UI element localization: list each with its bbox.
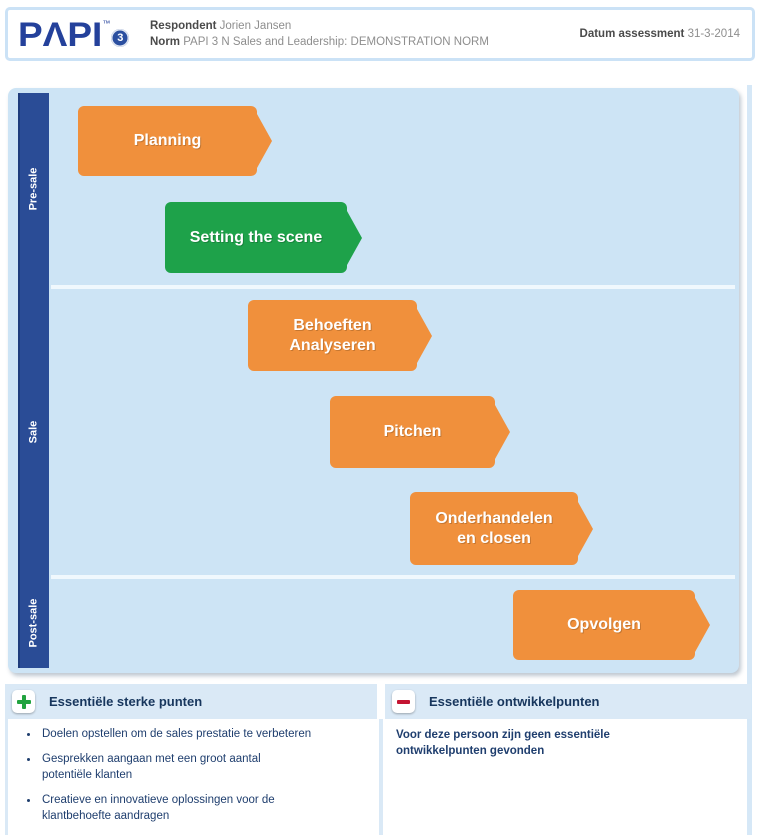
- papi-version-badge: 3: [111, 29, 130, 47]
- plus-icon: [12, 690, 35, 713]
- list-item: Creatieve en innovatieve oplossingen voo…: [18, 792, 368, 824]
- chevron-arrow-tip: [578, 501, 593, 556]
- papi-logo-text: PΛPI: [18, 15, 103, 54]
- papi-logo: PΛPI ™ 3: [18, 15, 130, 55]
- chevron-arrow-tip: [347, 210, 362, 265]
- respondent-value: Jorien Jansen: [219, 20, 292, 32]
- development-header: Essentiële ontwikkelpunten: [385, 684, 751, 719]
- phase-sidebar: [18, 93, 49, 668]
- respondent-label: Respondent: [150, 20, 217, 32]
- strengths-list: Doelen opstellen om de sales prestatie t…: [18, 726, 368, 833]
- stage-label: en closen: [457, 529, 531, 547]
- stage-label: Planning: [133, 132, 202, 149]
- stage-label: Analyseren: [289, 336, 376, 354]
- section-separator: [51, 575, 735, 579]
- stage-behoeften-analyseren: Behoeften Analyseren: [248, 300, 432, 371]
- norm-value: PAPI 3 N Sales and Leadership: DEMONSTRA…: [183, 35, 489, 48]
- stage-label: Setting the scene: [189, 228, 323, 246]
- row-label-sale: Sale: [27, 420, 40, 444]
- list-item: Gesprekken aangaan met een groot aantal …: [18, 751, 368, 783]
- stage-opvolgen: Opvolgen: [513, 590, 710, 660]
- list-item: Doelen opstellen om de sales prestatie t…: [18, 726, 368, 742]
- stage-planning: Planning: [78, 106, 272, 176]
- sales-process-diagram: Pre-sale Sale Post-sale Planning Setting…: [8, 88, 739, 673]
- development-message: Voor deze persoon zijn geen essentiële o…: [396, 729, 610, 757]
- page-left-border: [5, 719, 8, 835]
- chevron-arrow-tip: [257, 114, 272, 168]
- minus-icon: [392, 690, 415, 713]
- norm-label: Norm: [150, 35, 181, 48]
- page-right-border: [747, 85, 752, 835]
- respondent-line: Respondent Jorien Jansen: [150, 19, 489, 35]
- stage-onderhandelen-en-closen: Onderhandelen en closen: [410, 492, 593, 565]
- development-title: Essentiële ontwikkelpunten: [429, 694, 600, 709]
- assessment-date-value: 31-3-2014: [687, 28, 740, 40]
- stage-label: Pitchen: [383, 423, 442, 440]
- stage-setting-the-scene: Setting the scene: [165, 202, 362, 273]
- chevron-arrow-tip: [495, 405, 510, 459]
- strengths-title: Essentiële sterke punten: [49, 694, 203, 709]
- norm-line: Norm PAPI 3 N Sales and Leadership: DEMO…: [150, 35, 489, 51]
- trademark-symbol: ™: [102, 19, 111, 28]
- stage-label: Onderhandelen: [435, 509, 553, 527]
- section-separator: [51, 285, 735, 289]
- stage-label: Behoeften: [293, 316, 372, 334]
- respondent-info: Respondent Jorien Jansen Norm PAPI 3 N S…: [150, 19, 489, 50]
- chevron-arrow-tip: [417, 308, 432, 363]
- stage-pitchen: Pitchen: [330, 396, 510, 468]
- assessment-date: Datum assessment 31-3-2014: [580, 28, 740, 40]
- assessment-date-label: Datum assessment: [579, 28, 685, 40]
- column-divider: [379, 719, 383, 835]
- strengths-header: Essentiële sterke punten: [5, 684, 377, 719]
- chevron-arrow-tip: [695, 598, 710, 652]
- report-header: PΛPI ™ 3 Respondent Jorien Jansen Norm P…: [5, 7, 755, 61]
- row-label-post-sale: Post-sale: [27, 598, 40, 648]
- row-label-pre-sale: Pre-sale: [27, 167, 40, 211]
- stage-label: Opvolgen: [567, 616, 641, 633]
